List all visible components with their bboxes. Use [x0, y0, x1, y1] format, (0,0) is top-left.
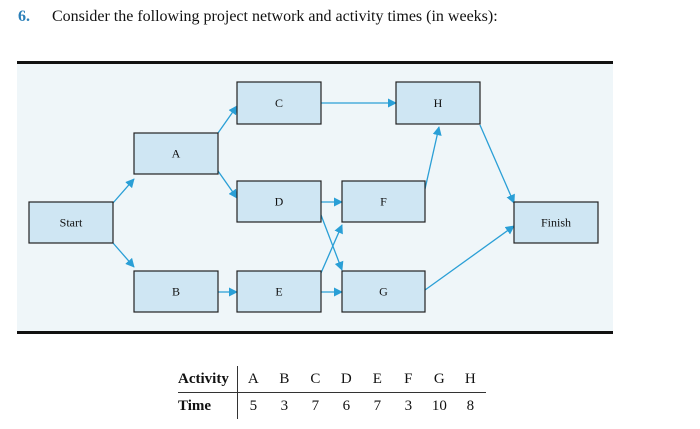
- activity-times-table: Activity A B C D E F G H Time 5 3 7 6 7 …: [178, 366, 486, 419]
- bottom-rule: [17, 331, 613, 334]
- activity-row: Activity A B C D E F G H: [178, 366, 486, 393]
- edge-a-c: [217, 105, 238, 134]
- activity-cell: G: [423, 366, 455, 393]
- time-cell: 7: [311, 397, 320, 414]
- network-edges: [112, 98, 515, 297]
- edge-f-h: [424, 126, 442, 190]
- edge-e-f: [320, 224, 343, 274]
- node-g: G: [341, 270, 426, 313]
- node-h: H: [395, 81, 481, 125]
- node-b-label: B: [172, 285, 180, 299]
- time-row: Time 5 3 7 6 7 3 10 8: [178, 392, 486, 419]
- node-finish: Finish: [513, 201, 599, 244]
- time-cell: 8: [466, 397, 475, 414]
- activity-cell: H: [454, 366, 486, 393]
- time-cell: 10: [431, 397, 447, 414]
- time-cell: 3: [404, 397, 413, 414]
- node-f-label: F: [380, 195, 387, 209]
- time-cell: 6: [342, 397, 351, 414]
- activity-cell: E: [361, 366, 393, 393]
- activity-row-label: Activity: [178, 366, 238, 393]
- edge-h-finish: [479, 124, 515, 204]
- edge-start-a: [112, 178, 135, 204]
- node-h-label: H: [434, 96, 443, 110]
- edge-start-b: [112, 242, 135, 268]
- node-g-label: G: [379, 285, 388, 299]
- node-c-label: C: [275, 96, 283, 110]
- node-a: A: [133, 132, 219, 175]
- activity-cell: D: [330, 366, 362, 393]
- node-a-label: A: [172, 147, 181, 161]
- edge-g-finish: [424, 225, 515, 291]
- project-network-diagram: Start A B C D E F G: [17, 61, 613, 334]
- node-b: B: [133, 270, 219, 313]
- node-e: E: [236, 270, 322, 313]
- node-d: D: [236, 180, 322, 223]
- node-c: C: [236, 81, 322, 125]
- problem-statement: 6. Consider the following project network…: [18, 8, 498, 26]
- activity-cell: F: [392, 366, 424, 393]
- top-rule: [17, 61, 613, 64]
- edge-d-g: [320, 214, 344, 271]
- time-row-label: Time: [178, 392, 238, 419]
- node-start-label: Start: [60, 216, 83, 230]
- node-start: Start: [28, 201, 114, 244]
- activity-cell: B: [268, 366, 300, 393]
- node-f: F: [341, 180, 426, 223]
- problem-number: 6.: [18, 8, 30, 25]
- node-finish-label: Finish: [541, 216, 571, 230]
- node-d-label: D: [275, 195, 284, 209]
- time-cell: 3: [280, 397, 289, 414]
- activity-cell: C: [299, 366, 331, 393]
- time-cell: 5: [249, 397, 258, 414]
- time-cell: 7: [373, 397, 382, 414]
- project-network-figure: Start A B C D E F G: [17, 61, 613, 334]
- activity-cell: A: [237, 366, 269, 393]
- edge-a-d: [217, 170, 238, 199]
- node-e-label: E: [275, 285, 282, 299]
- problem-text: Consider the following project network a…: [52, 8, 498, 25]
